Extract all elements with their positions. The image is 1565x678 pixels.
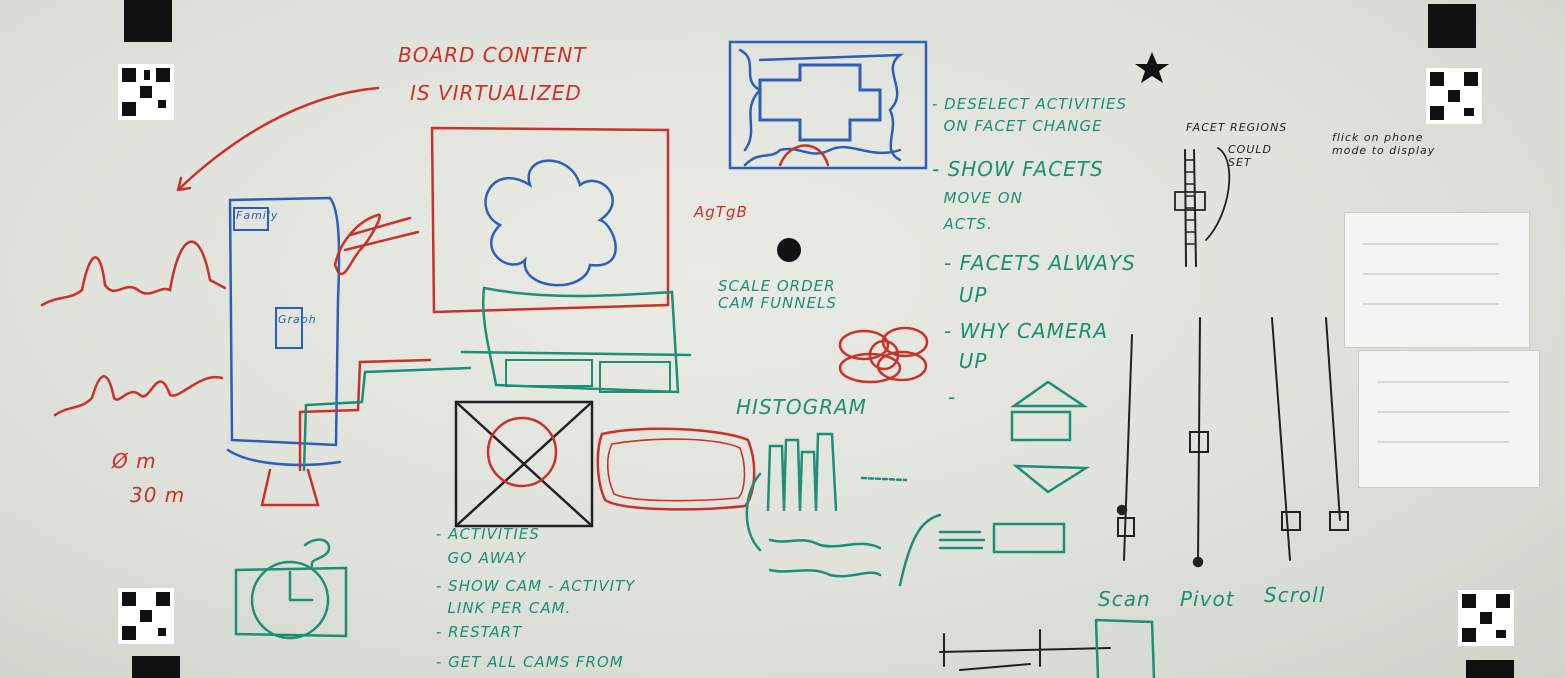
- scale-note: SCALE ORDER CAM FUNNELS: [718, 277, 837, 313]
- facet-label: FACET REGIONS: [1186, 121, 1288, 134]
- list-item: - DESELECT ACTIVITIES: [932, 95, 1128, 113]
- list-item: -: [948, 385, 957, 409]
- list-item: - ACTIVITIES: [436, 525, 540, 543]
- list-item: GO AWAY: [436, 549, 527, 567]
- list-item: - GET ALL CAMS FROM: [436, 653, 624, 671]
- fiducial-marker: [1466, 660, 1514, 678]
- phone-app-label: Graph: [278, 313, 317, 326]
- fiducial-marker: [132, 656, 180, 678]
- taped-paper: [1344, 212, 1530, 348]
- left-note-2: 30 m: [130, 483, 186, 507]
- red-tag: AgTgB: [694, 203, 748, 221]
- slider-label-scan: Scan: [1098, 587, 1151, 611]
- taped-paper: [1358, 350, 1540, 488]
- fiducial-marker: [124, 0, 172, 42]
- list-item: - RESTART: [436, 623, 523, 641]
- list-item: ACTS.: [932, 215, 993, 233]
- list-item: - SHOW FACETS: [932, 157, 1104, 181]
- list-item: - WHY CAMERA: [944, 319, 1109, 343]
- facet-sub: COULD SET: [1228, 143, 1272, 169]
- phone-label: Family: [236, 209, 279, 222]
- qr-code: [1458, 590, 1514, 646]
- list-item: - FACETS ALWAYS: [944, 251, 1136, 275]
- phone-note: flick on phone mode to display: [1332, 131, 1436, 157]
- fiducial-marker: [1428, 4, 1476, 48]
- board-title-line2: IS VIRTUALIZED: [410, 81, 582, 105]
- qr-code: [1426, 68, 1482, 124]
- list-item: MOVE ON: [932, 189, 1023, 207]
- board-title-line1: BOARD CONTENT: [398, 43, 587, 67]
- list-item: UP: [944, 349, 988, 373]
- list-item: UP: [944, 283, 988, 307]
- qr-code: [118, 64, 174, 120]
- slider-label-pivot: Pivot: [1180, 587, 1235, 611]
- list-item: ON FACET CHANGE: [932, 117, 1103, 135]
- list-item: LINK PER CAM.: [436, 599, 572, 617]
- left-note-1: Ø m: [112, 449, 157, 473]
- list-item: - SHOW CAM - ACTIVITY: [436, 577, 636, 595]
- slider-label-scroll: Scroll: [1264, 583, 1326, 607]
- histogram-label: HISTOGRAM: [736, 395, 867, 419]
- qr-code: [118, 588, 174, 644]
